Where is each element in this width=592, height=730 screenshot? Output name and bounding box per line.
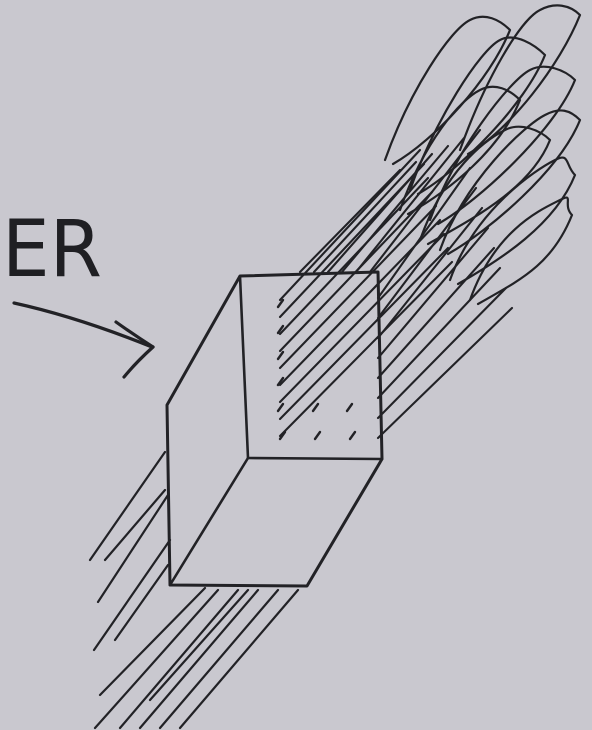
streak-line (94, 540, 170, 650)
tick-mark (278, 352, 283, 359)
fan-shape (385, 17, 510, 164)
tick-mark (278, 300, 283, 307)
streak-line (90, 452, 165, 560)
streak-line (280, 206, 436, 368)
tick-mark (347, 404, 352, 411)
box-shape (167, 272, 382, 586)
tick-mark (278, 404, 283, 411)
fan-shape (470, 198, 572, 304)
tick-mark (313, 404, 318, 411)
tick-mark (350, 432, 355, 439)
streak-line (100, 588, 205, 695)
arrow-icon (14, 303, 153, 377)
fan-shape (410, 38, 545, 194)
streak-line (115, 565, 168, 640)
lower-streak-lines (90, 452, 298, 728)
streak-line (98, 495, 168, 602)
tick-mark (315, 432, 320, 439)
er-label: ER (2, 205, 102, 295)
